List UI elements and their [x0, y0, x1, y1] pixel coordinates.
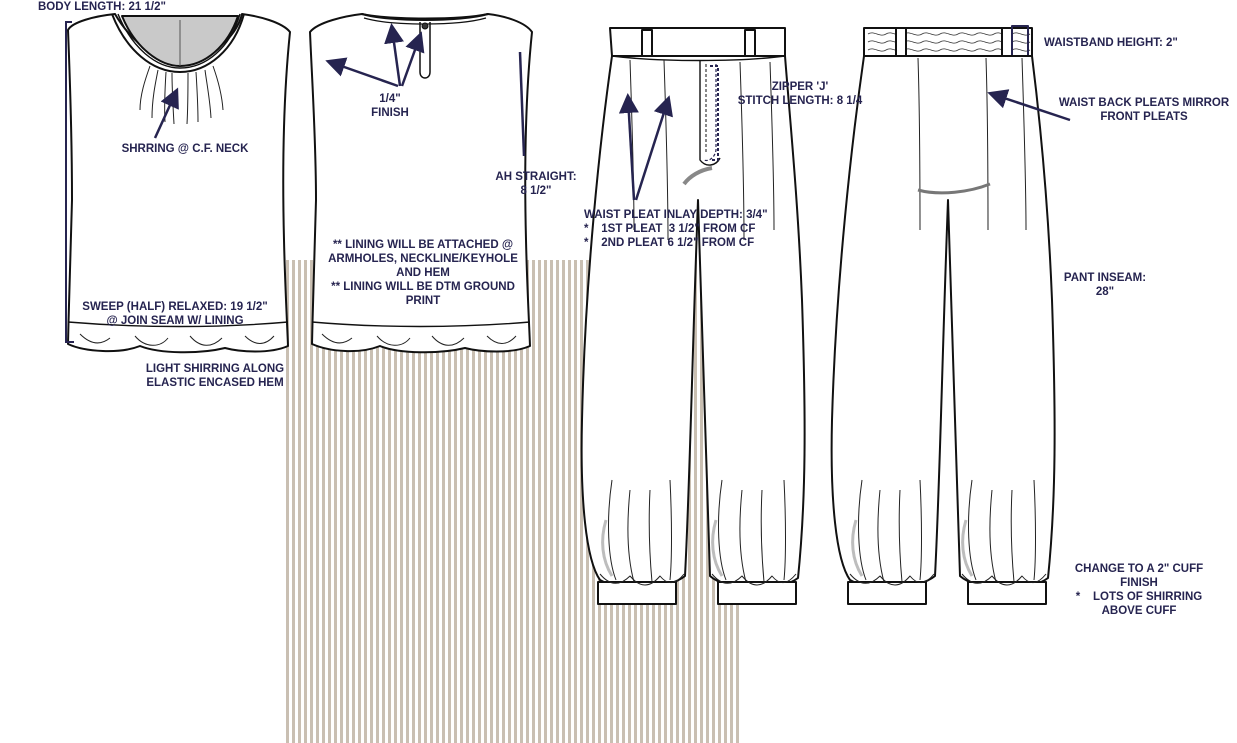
- lining-note-label: ** LINING WILL BE ATTACHED @ ARMHOLES, N…: [328, 239, 518, 307]
- body-length-label: BODY LENGTH: 21 1/2": [38, 1, 166, 13]
- ground-stripe: [574, 260, 577, 743]
- ground-stripe: [460, 260, 463, 743]
- ground-stripe: [514, 260, 517, 743]
- annotation-arrows: [65, 21, 1071, 343]
- ground-stripe: [448, 260, 451, 743]
- ground-stripe: [556, 260, 559, 743]
- waist-pleat-label: WAIST PLEAT INLAY DEPTH: 3/4" * 1ST PLEA…: [584, 209, 768, 249]
- shirring-label: SHRRING @ C.F. NECK: [121, 143, 249, 155]
- ground-stripe: [466, 260, 469, 743]
- ground-stripe: [538, 260, 541, 743]
- ground-stripe: [310, 260, 313, 743]
- inseam-label: PANT INSEAM: 28": [1063, 272, 1147, 298]
- ground-stripe: [370, 260, 373, 743]
- pant-back-sketch: [830, 25, 1056, 605]
- ground-stripe: [544, 260, 547, 743]
- ground-stripe: [580, 260, 583, 743]
- ground-stripe: [364, 260, 367, 743]
- pant-front-sketch: [580, 27, 806, 605]
- ground-stripe: [430, 260, 433, 743]
- ground-stripe: [304, 260, 307, 743]
- ground-stripe: [418, 260, 421, 743]
- ground-stripe: [346, 260, 349, 743]
- ground-stripe: [478, 260, 481, 743]
- ground-stripe: [328, 260, 331, 743]
- ground-stripe: [568, 260, 571, 743]
- ground-stripe: [532, 260, 535, 743]
- waistband-height-label: WAISTBAND HEIGHT: 2": [1044, 37, 1178, 49]
- ground-stripe: [406, 260, 409, 743]
- ground-stripe: [508, 260, 511, 743]
- ground-stripe: [400, 260, 403, 743]
- ground-stripe: [358, 260, 361, 743]
- ground-stripe: [340, 260, 343, 743]
- ground-stripe: [382, 260, 385, 743]
- ground-stripe: [454, 260, 457, 743]
- ground-stripe: [688, 260, 691, 743]
- sweep-label: SWEEP (HALF) RELAXED: 19 1/2" @ JOIN SEA…: [82, 301, 268, 327]
- ground-stripe: [286, 260, 289, 743]
- ground-stripe: [700, 260, 703, 743]
- cuff-label: CHANGE TO A 2" CUFF FINISH * LOTS OF SHI…: [1074, 563, 1204, 617]
- ground-stripe: [496, 260, 499, 743]
- ground-stripe: [502, 260, 505, 743]
- ground-stripe: [436, 260, 439, 743]
- zipper-label: ZIPPER 'J' STITCH LENGTH: 8 1/4: [737, 81, 863, 107]
- ground-stripe: [298, 260, 301, 743]
- top-back-sketch: [309, 13, 533, 354]
- ground-stripe: [520, 260, 523, 743]
- ground-stripe: [484, 260, 487, 743]
- ground-stripe: [442, 260, 445, 743]
- ground-stripe: [424, 260, 427, 743]
- ground-stripe: [562, 260, 565, 743]
- ground-stripe: [292, 260, 295, 743]
- ground-stripe: [550, 260, 553, 743]
- ground-stripe: [472, 260, 475, 743]
- ground-stripe: [412, 260, 415, 743]
- hem-shirring-label: LIGHT SHIRRING ALONG ELASTIC ENCASED HEM: [145, 363, 285, 389]
- ground-stripe: [376, 260, 379, 743]
- ground-stripe: [322, 260, 325, 743]
- ground-stripe: [694, 260, 697, 743]
- back-pleats-label: WAIST BACK PLEATS MIRROR FRONT PLEATS: [1058, 97, 1230, 123]
- ground-stripe: [352, 260, 355, 743]
- ground-stripe: [394, 260, 397, 743]
- finish-label: 1/4" FINISH: [371, 93, 409, 119]
- ground-stripe: [316, 260, 319, 743]
- ground-stripe: [526, 260, 529, 743]
- armhole-label: AH STRAIGHT: 8 1/2": [495, 171, 577, 197]
- ground-stripe: [388, 260, 391, 743]
- ground-stripe: [490, 260, 493, 743]
- top-front-sketch: [67, 13, 291, 354]
- ground-stripe: [334, 260, 337, 743]
